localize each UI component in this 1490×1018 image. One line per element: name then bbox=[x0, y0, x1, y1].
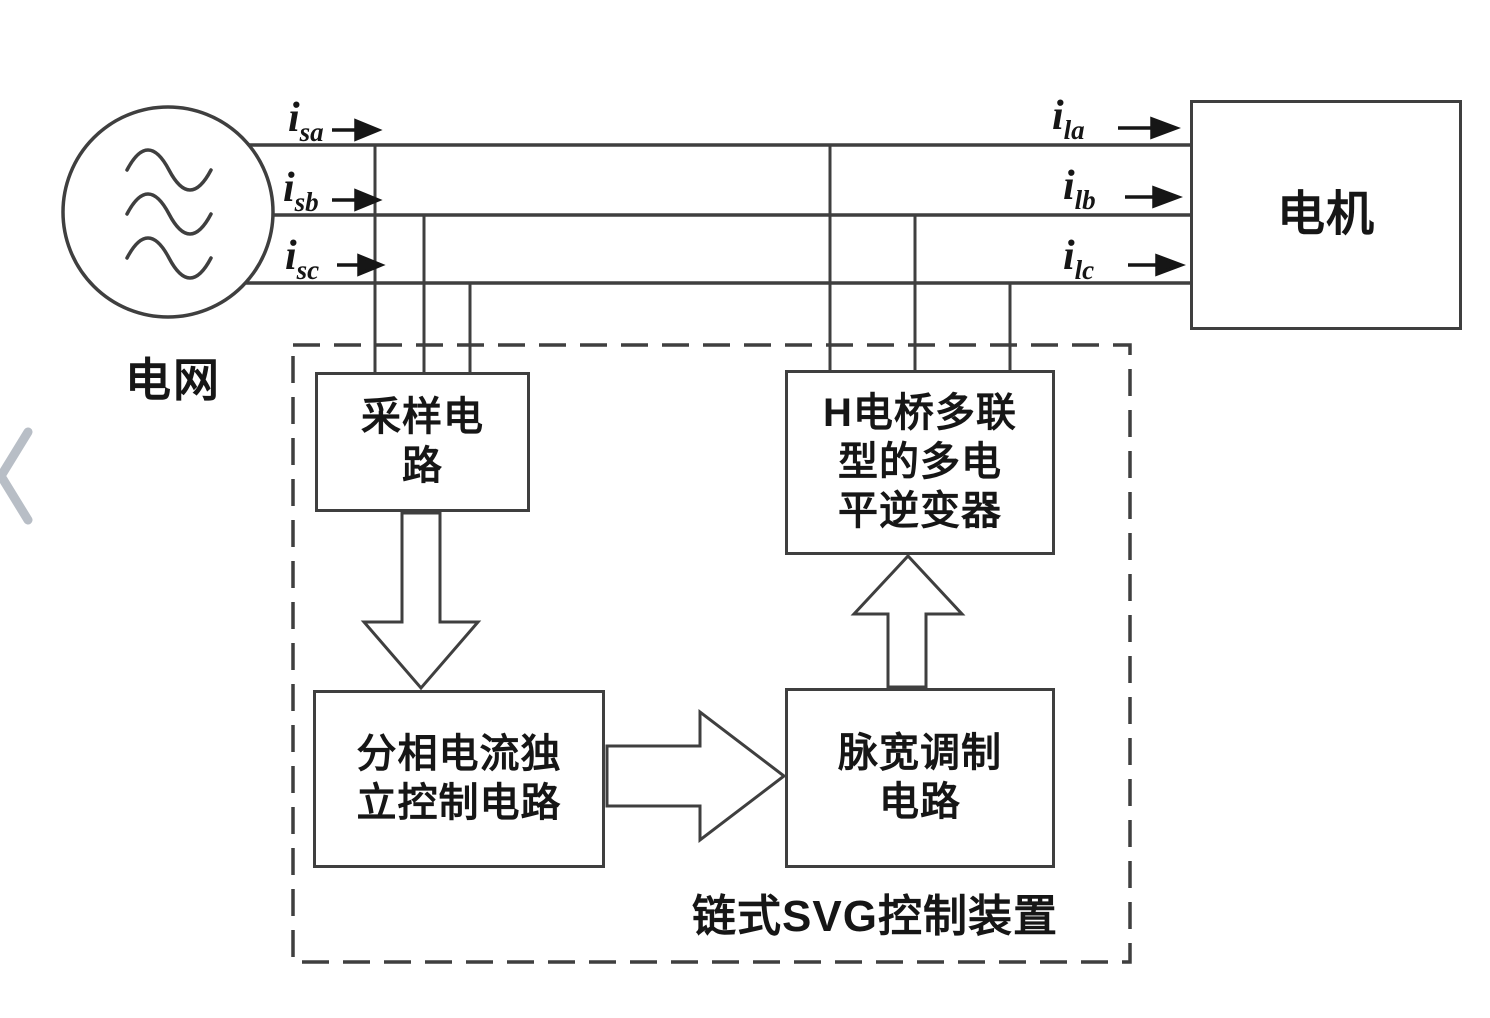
phase-current-control-label-line1: 分相电流独 bbox=[356, 732, 562, 777]
current-label-isb: isb bbox=[283, 164, 319, 218]
ilb-arrowhead-icon bbox=[1152, 185, 1183, 209]
up-block-arrow-icon bbox=[850, 553, 966, 689]
ilc-subscript: lc bbox=[1074, 255, 1095, 285]
sine-wave-a-icon bbox=[125, 148, 213, 192]
isa-base: i bbox=[288, 95, 300, 141]
pwm-circuit-box: 脉宽调制 电路 bbox=[785, 688, 1055, 868]
isa-arrowhead-icon bbox=[354, 118, 383, 142]
motor-label: 电机 bbox=[1276, 187, 1375, 241]
hbridge-inverter-label-line1: H电桥多联 bbox=[823, 391, 1017, 436]
hbridge-inverter-box: H电桥多联 型的多电 平逆变器 bbox=[785, 370, 1055, 555]
pwm-circuit-label-line1: 脉宽调制 bbox=[838, 731, 1002, 776]
svg-control-device-caption: 链式SVG控制装置 bbox=[692, 892, 1058, 941]
ilb-base: i bbox=[1063, 163, 1075, 209]
isc-base: i bbox=[285, 233, 297, 279]
right-block-arrow-icon bbox=[605, 708, 787, 844]
down-block-arrow-icon bbox=[360, 511, 482, 691]
motor-box: 电机 bbox=[1190, 100, 1462, 330]
phase-current-control-label-line2: 立控制电路 bbox=[356, 781, 562, 825]
ilb-subscript: lb bbox=[1074, 185, 1096, 215]
current-label-ilc: ilc bbox=[1063, 232, 1094, 286]
isc-arrowhead-icon bbox=[357, 253, 386, 277]
load-current-arrows bbox=[1118, 116, 1186, 277]
sampling-circuit-box: 采样电 路 bbox=[315, 372, 530, 512]
phase-current-control-box: 分相电流独 立控制电路 bbox=[313, 690, 605, 868]
watermark-chevron-icon bbox=[0, 427, 33, 525]
sampling-circuit-label-line1: 采样电 bbox=[361, 395, 484, 440]
current-label-isc: isc bbox=[285, 232, 319, 286]
isb-base: i bbox=[283, 165, 295, 211]
isc-subscript: sc bbox=[296, 255, 320, 285]
sampling-circuit-label-line2: 路 bbox=[402, 444, 443, 488]
sine-wave-icon bbox=[125, 148, 213, 280]
ilc-base: i bbox=[1063, 233, 1075, 279]
ila-subscript: la bbox=[1063, 115, 1085, 145]
hbridge-inverter-label-line2: 型的多电 bbox=[838, 440, 1002, 485]
sine-wave-b-icon bbox=[125, 192, 213, 236]
isb-subscript: sb bbox=[294, 187, 319, 217]
ilc-arrowhead-icon bbox=[1155, 253, 1186, 277]
hbridge-inverter-label-line3: 平逆变器 bbox=[838, 488, 1002, 533]
phase-bus-lines bbox=[246, 143, 1190, 285]
ila-arrowhead-icon bbox=[1150, 116, 1181, 140]
current-label-ilb: ilb bbox=[1063, 162, 1096, 216]
inverter-tap-lines bbox=[828, 145, 1012, 370]
ila-base: i bbox=[1052, 93, 1064, 139]
sine-wave-c-icon bbox=[125, 236, 213, 280]
isa-subscript: sa bbox=[299, 117, 324, 147]
power-grid-label: 电网 bbox=[125, 354, 221, 406]
signal-flow-arrows bbox=[360, 511, 966, 844]
sampling-tap-lines bbox=[373, 145, 472, 372]
current-label-ila: ila bbox=[1052, 92, 1085, 146]
current-label-isa: isa bbox=[288, 94, 324, 148]
isb-arrowhead-icon bbox=[354, 188, 383, 212]
pwm-circuit-label-line2: 电路 bbox=[879, 780, 961, 824]
svg-control-device-dashed-boundary bbox=[291, 343, 1132, 964]
source-current-arrows bbox=[332, 118, 386, 277]
